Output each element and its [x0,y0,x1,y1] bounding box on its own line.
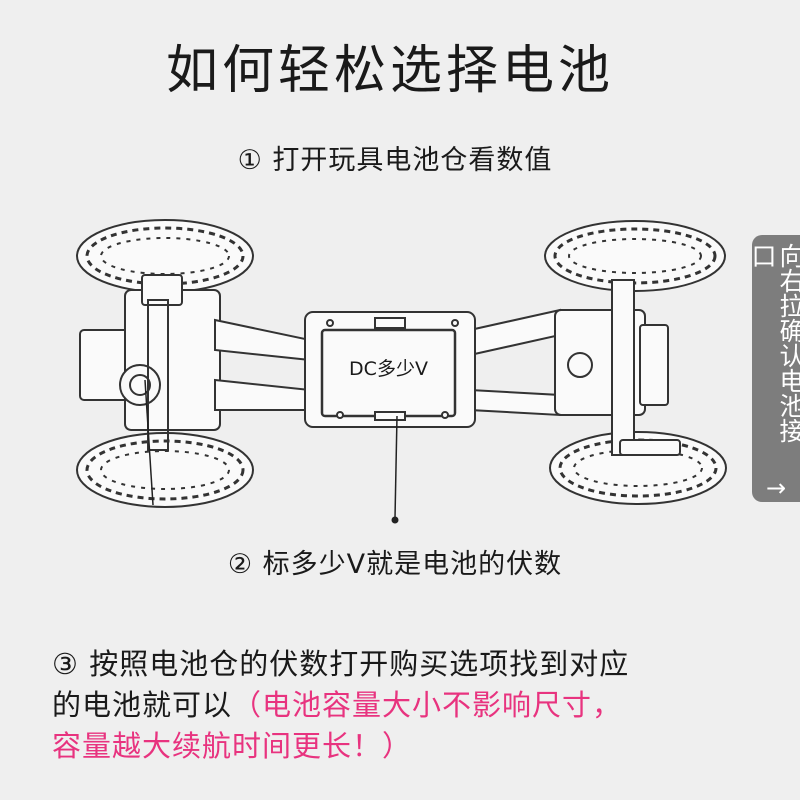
step-3-line-1: ③ 按照电池仓的伏数打开购买选项找到对应 [52,647,630,681]
rc-car-diagram [76,219,727,524]
step-3-line-2: 的电池就可以 [52,688,233,722]
swipe-right-tab[interactable]: 向右拉确认电池接口 → [748,235,800,502]
wheel-rear-left [76,432,254,508]
step-3-text: ③ 按照电池仓的伏数打开购买选项找到对应 的电池就可以（电池容量大小不影响尺寸，… [52,644,772,767]
side-tab-label: 向右拉确认电池接口 [748,243,800,443]
pointer-line [394,415,398,519]
wheel-rear-right [549,431,727,505]
step-2-text: ② 标多少V就是电池的伏数 [227,549,563,580]
capacity-note-1: （电池容量大小不影响尺寸， [232,688,623,722]
page-title: 如何轻松选择电池 [165,41,614,101]
pointer-dot [391,516,399,524]
step-1-text: ① 打开玩具电池仓看数值 [237,145,553,176]
battery-voltage-label: DC多少V [349,358,428,380]
arrow-right-icon: → [765,474,787,502]
capacity-note-2: 容量越大续航时间更长！） [52,729,413,763]
